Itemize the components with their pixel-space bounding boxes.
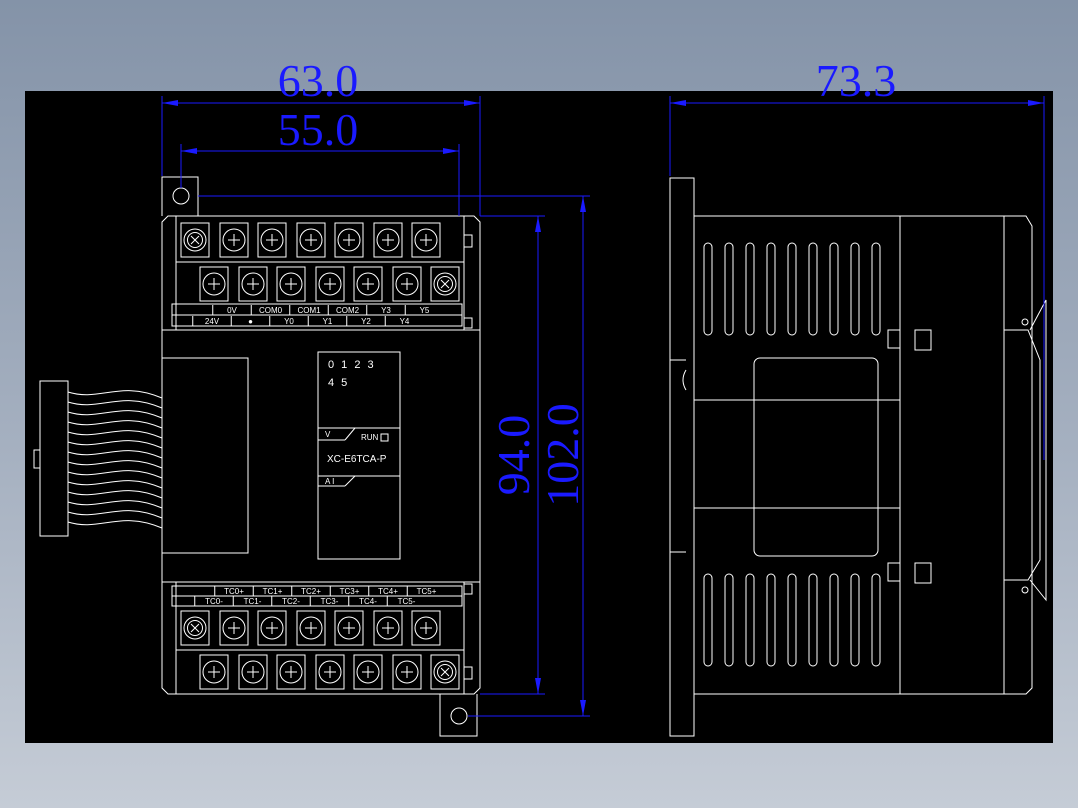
dim-94: 94.0 — [488, 415, 539, 496]
dim-73: 73.3 — [816, 55, 897, 106]
top-label-lower-5: Y4 — [400, 317, 410, 326]
bottom-mount-tab — [439, 694, 478, 737]
front-body-outline — [161, 215, 481, 695]
bottom-label-upper-2: TC2+ — [301, 587, 321, 596]
run-label: RUN — [361, 433, 379, 442]
expansion-cover — [161, 357, 249, 554]
dim-55: 55.0 — [278, 104, 359, 155]
bottom-terminal-row-upper — [180, 610, 441, 646]
top-label-upper-1: COM0 — [259, 306, 283, 315]
ribbon-cable — [33, 380, 163, 537]
bottom-label-lower-5: TC5- — [398, 597, 416, 606]
v-label: V — [325, 430, 331, 439]
model-label: XC-E6TCA-P — [327, 454, 387, 465]
top-mount-tab — [161, 176, 199, 216]
run-led — [380, 433, 389, 442]
top-label-upper-2: COM1 — [297, 306, 321, 315]
side-body-outline — [669, 177, 1033, 737]
bottom-label-lower-3: TC3- — [321, 597, 339, 606]
lcd-line-1: 0 1 2 3 — [328, 359, 374, 371]
bottom-mount-hole — [450, 707, 468, 725]
top-label-upper-3: COM2 — [336, 306, 360, 315]
ai-label: A I — [325, 477, 334, 486]
side-view — [669, 177, 1047, 737]
top-label-upper-0: 0V — [227, 306, 237, 315]
top-mount-hole — [172, 187, 190, 205]
bottom-label-upper-5: TC5+ — [417, 587, 437, 596]
top-terminal-row-upper — [180, 222, 441, 258]
top-label-lower-0: 24V — [205, 317, 220, 326]
top-terminal-row-lower — [199, 266, 460, 302]
lcd-line-2: 4 5 — [328, 377, 347, 389]
bottom-terminal-row-lower — [199, 654, 460, 690]
dimension-lines: 63.0 55.0 73.3 94.0 102.0 — [161, 55, 1045, 717]
bottom-label-lower-1: TC1- — [244, 597, 262, 606]
top-label-lower-2: Y0 — [284, 317, 294, 326]
bottom-label-lower-0: TC0- — [205, 597, 223, 606]
bottom-label-lower-2: TC2- — [282, 597, 300, 606]
bottom-label-upper-3: TC3+ — [340, 587, 360, 596]
bottom-label-upper-1: TC1+ — [263, 587, 283, 596]
top-label-lower-1: ● — [248, 317, 253, 326]
dim-63: 63.0 — [278, 55, 359, 106]
top-label-upper-4: Y3 — [381, 306, 391, 315]
dim-102: 102.0 — [537, 403, 588, 507]
bottom-label-upper-0: TC0+ — [224, 587, 244, 596]
status-panel — [317, 351, 401, 560]
cad-viewport — [25, 91, 1053, 743]
top-label-upper-5: Y5 — [420, 306, 430, 315]
bottom-label-upper-4: TC4+ — [378, 587, 398, 596]
top-label-lower-3: Y1 — [323, 317, 333, 326]
side-recess — [753, 357, 879, 557]
top-label-lower-4: Y2 — [361, 317, 371, 326]
bottom-label-lower-4: TC4- — [359, 597, 377, 606]
